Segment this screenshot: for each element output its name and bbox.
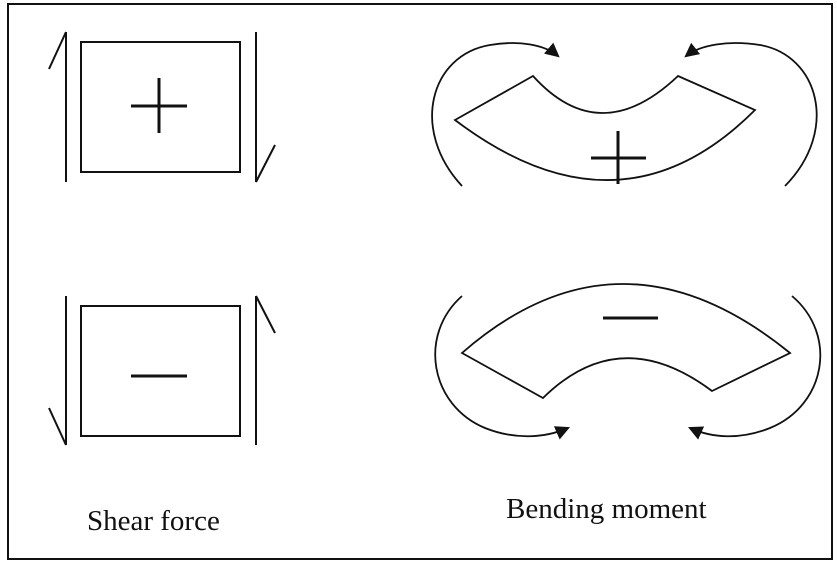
shear-negative-left-arrow-tip: [48, 407, 67, 446]
bending-positive-element: [431, 42, 818, 187]
figure-border: [7, 3, 833, 560]
shear-positive-left-arrow-tip: [48, 31, 67, 70]
shear-positive-right-arrow-tip: [255, 144, 276, 183]
shear-negative-right-arrow-tip: [255, 295, 276, 334]
shear-force-caption: Shear force: [87, 505, 220, 537]
bending-positive-beam: [453, 74, 757, 181]
shear-negative-element: [48, 295, 276, 446]
bending-moment-caption: Bending moment: [506, 493, 707, 525]
shear-negative-box: [80, 305, 241, 437]
bending-negative-right-moment-arrow: [688, 295, 822, 440]
bending-positive-right-moment-arrow: [684, 42, 818, 187]
bending-negative-element: [434, 283, 822, 440]
shear-positive-element: [48, 31, 276, 183]
bending-positive-left-moment-arrow: [431, 42, 560, 187]
shear-positive-box: [80, 41, 241, 173]
bending-negative-left-moment-arrow: [434, 295, 570, 440]
bending-negative-beam: [460, 283, 792, 400]
